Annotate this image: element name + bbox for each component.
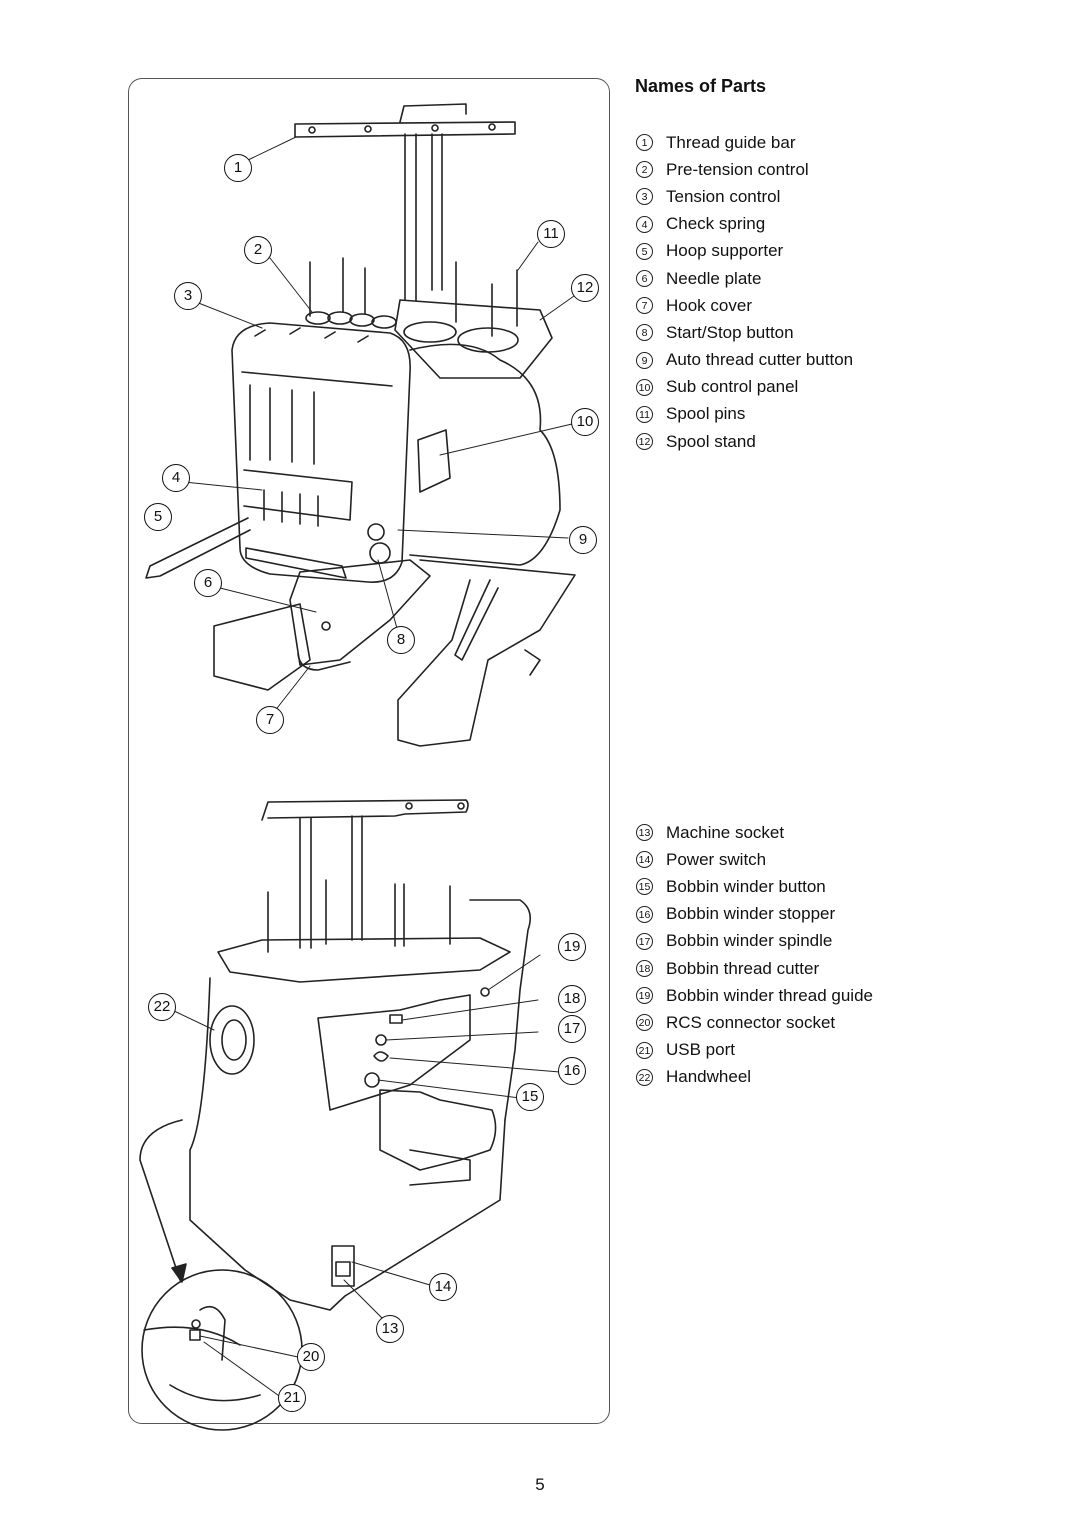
list-item: 2 Pre-tension control	[636, 156, 853, 183]
callout-21: 21	[278, 1384, 306, 1412]
part-label: Sub control panel	[666, 377, 799, 397]
part-number: 13	[636, 824, 653, 842]
list-item: 20 RCS connector socket	[636, 1009, 873, 1036]
list-item: 21 USB port	[636, 1037, 873, 1064]
part-number: 20	[636, 1014, 653, 1032]
callout-13: 13	[376, 1315, 404, 1343]
part-number: 22	[636, 1068, 653, 1086]
list-item: 15 Bobbin winder button	[636, 873, 873, 900]
part-number: 14	[636, 851, 653, 869]
list-item: 5 Hoop supporter	[636, 238, 853, 265]
part-label: Auto thread cutter button	[666, 350, 854, 370]
part-number: 2	[636, 161, 653, 179]
part-number: 7	[636, 297, 653, 315]
part-number: 6	[636, 270, 653, 288]
illustration-frame	[128, 78, 610, 1424]
part-label: USB port	[666, 1040, 735, 1060]
list-item: 10 Sub control panel	[636, 374, 853, 401]
rear-view-drawing	[139, 799, 531, 1431]
list-item: 8 Start/Stop button	[636, 319, 853, 346]
part-label: Hook cover	[666, 295, 752, 315]
list-item: 12 Spool stand	[636, 428, 853, 455]
part-number: 12	[636, 433, 653, 451]
part-label: Handwheel	[666, 1067, 752, 1087]
part-label: Bobbin winder thread guide	[666, 985, 873, 1005]
part-number: 11	[636, 405, 653, 423]
rear-leader-lines	[171, 954, 561, 1399]
part-number: 3	[636, 188, 653, 206]
list-item: 17 Bobbin winder spindle	[636, 928, 873, 955]
list-item: 19 Bobbin winder thread guide	[636, 982, 873, 1009]
part-number: 15	[636, 878, 653, 896]
part-label: Hoop supporter	[666, 241, 784, 261]
callout-12: 12	[571, 274, 599, 302]
list-item: 6 Needle plate	[636, 265, 853, 292]
parts-list-front: 1 Thread guide bar 2 Pre-tension control 3…	[636, 129, 853, 455]
part-label: Needle plate	[666, 268, 762, 288]
part-number: 17	[636, 932, 653, 950]
callout-16: 16	[558, 1057, 586, 1085]
part-number: 4	[636, 215, 653, 233]
part-number: 5	[636, 242, 653, 260]
part-number: 10	[636, 378, 653, 396]
part-number: 16	[636, 905, 653, 923]
list-item: 4 Check spring	[636, 211, 853, 238]
section-heading: Names of Parts	[635, 76, 767, 96]
callout-15: 15	[516, 1083, 544, 1111]
part-label: Spool pins	[666, 404, 746, 424]
callout-11: 11	[537, 220, 565, 248]
part-label: Tension control	[666, 186, 781, 206]
part-label: Thread guide bar	[666, 132, 796, 152]
callout-6: 6	[194, 569, 222, 597]
list-item: 14 Power switch	[636, 846, 873, 873]
part-label: Pre-tension control	[666, 159, 809, 179]
part-number: 21	[636, 1041, 653, 1059]
part-number: 8	[636, 324, 653, 342]
callout-17: 17	[558, 1015, 586, 1043]
callout-18: 18	[558, 985, 586, 1013]
part-label: Bobbin winder button	[666, 876, 826, 896]
list-item: 1 Thread guide bar	[636, 129, 853, 156]
page-number: 5	[535, 1475, 545, 1494]
callout-7: 7	[256, 706, 284, 734]
callout-19: 19	[558, 933, 586, 961]
part-number: 19	[636, 987, 653, 1005]
callout-10: 10	[571, 408, 599, 436]
part-label: Check spring	[666, 214, 766, 234]
part-label: Machine socket	[666, 822, 785, 842]
part-label: RCS connector socket	[666, 1012, 836, 1032]
callout-4: 4	[162, 464, 190, 492]
part-label: Bobbin winder stopper	[666, 904, 836, 924]
callout-14: 14	[429, 1273, 457, 1301]
list-item: 11 Spool pins	[636, 401, 853, 428]
part-label: Spool stand	[666, 431, 756, 451]
list-item: 16 Bobbin winder stopper	[636, 901, 873, 928]
callout-1: 1	[224, 154, 252, 182]
part-label: Bobbin winder spindle	[666, 931, 833, 951]
callout-2: 2	[244, 236, 272, 264]
list-item: 13 Machine socket	[636, 819, 873, 846]
callout-9: 9	[569, 526, 597, 554]
part-label: Power switch	[666, 849, 767, 869]
callout-3: 3	[174, 282, 202, 310]
part-label: Start/Stop button	[666, 322, 794, 342]
front-view-drawing	[145, 103, 576, 747]
part-number: 1	[636, 134, 653, 152]
front-leader-lines	[183, 136, 575, 713]
part-number: 18	[636, 960, 653, 978]
list-item: 9 Auto thread cutter button	[636, 347, 853, 374]
part-label: Bobbin thread cutter	[666, 958, 820, 978]
callout-20: 20	[297, 1343, 325, 1371]
part-number: 9	[636, 351, 653, 369]
list-item: 7 Hook cover	[636, 292, 853, 319]
callout-5: 5	[144, 503, 172, 531]
list-item: 22 Handwheel	[636, 1064, 873, 1091]
callout-8: 8	[387, 626, 415, 654]
callout-22: 22	[148, 993, 176, 1021]
list-item: 18 Bobbin thread cutter	[636, 955, 873, 982]
list-item: 3 Tension control	[636, 183, 853, 210]
